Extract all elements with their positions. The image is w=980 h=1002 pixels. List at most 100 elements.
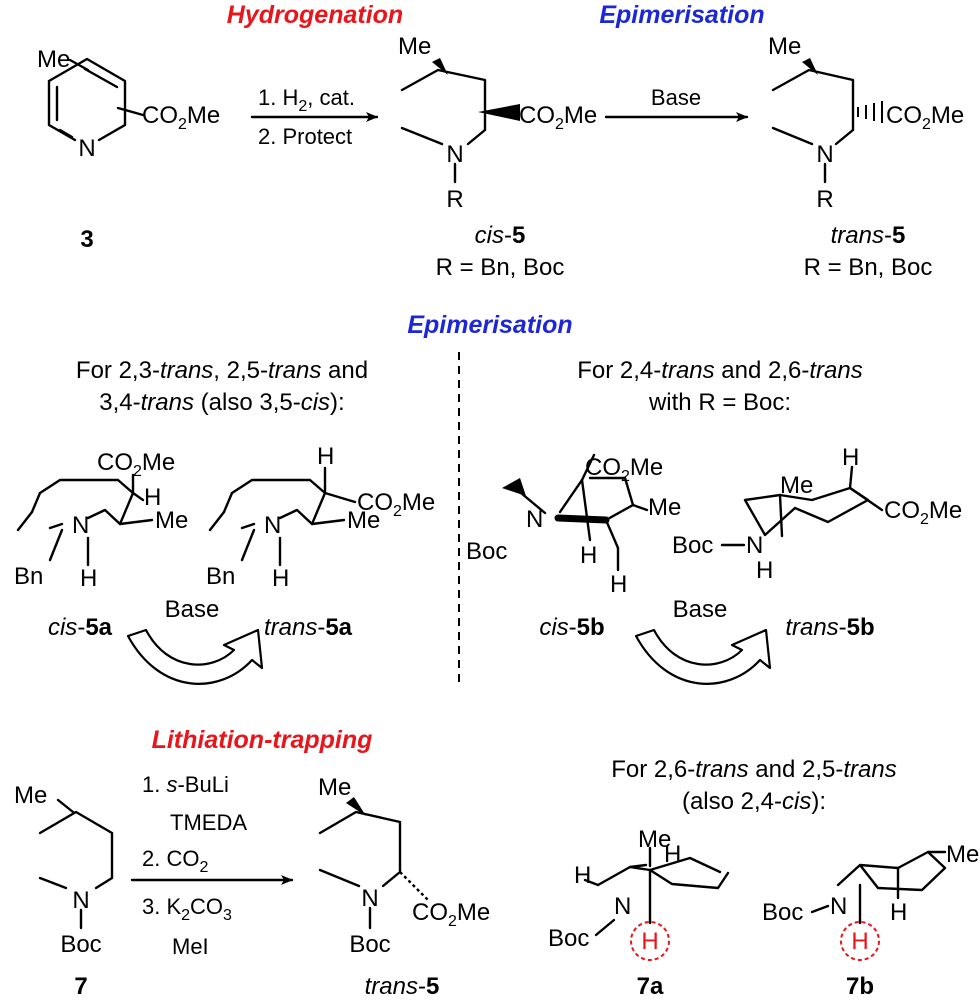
atom-h-highlighted: H (851, 928, 868, 955)
heading-hydrogenation: Hydrogenation (227, 1, 403, 29)
substituent-me: Me (155, 507, 188, 534)
compound-trans5-rdef: R = Bn, Boc (804, 254, 933, 281)
substituent-co2me: CO2Me (884, 497, 962, 528)
heading-epimerisation-mid: Epimerisation (407, 311, 572, 339)
bottom-right-line2: (also 2,4-cis): (682, 788, 826, 815)
substituent-boc: Boc (762, 899, 803, 926)
atom-h: H (756, 557, 773, 584)
highlight-circle-7b (840, 921, 880, 961)
atom-n: N (446, 141, 463, 168)
substituent-me: Me (780, 472, 813, 499)
compound-cis5-structure: Me N R CO2Me (398, 33, 597, 213)
compound-trans5b-structure: H Me CO2Me Boc N H (672, 444, 962, 584)
substituent-co2me: CO2Me (97, 449, 175, 480)
compound-7a-structure: Me H H N Boc H (548, 826, 730, 961)
atom-n: N (746, 532, 763, 559)
substituent-me: Me (946, 841, 979, 868)
atom-h: H (610, 571, 627, 598)
substituent-bn: Bn (206, 563, 235, 590)
atom-h: H (580, 542, 597, 569)
substituent-me: Me (638, 826, 671, 853)
substituent-boc: Boc (672, 532, 713, 559)
compound-7a-label: 7a (637, 973, 664, 1000)
bottom-right-line1: For 2,6-trans and 2,5-trans (611, 756, 896, 783)
substituent-co2me: CO2Me (412, 899, 490, 930)
right-panel-base: Base (673, 596, 728, 623)
atom-h: H (80, 565, 97, 592)
atom-h-highlighted: H (641, 928, 658, 955)
atom-n: N (72, 512, 89, 539)
atom-n: N (816, 141, 833, 168)
lithiation-step3-line2: MeI (172, 934, 209, 959)
compound-trans5-bottom-structure: Me N Boc CO2Me (318, 774, 490, 958)
left-panel-line2: 3,4-trans (also 3,5-cis): (99, 389, 344, 416)
substituent-me: Me (347, 507, 380, 534)
atom-n: N (526, 506, 543, 533)
atom-h: H (317, 443, 334, 470)
lithiation-step3: 3. K2CO3 (142, 894, 232, 924)
substituent-co2me: CO2Me (519, 102, 597, 133)
compound-cis5-rdef: R = Bn, Boc (436, 254, 565, 281)
atom-n: N (614, 893, 631, 920)
lithiation-step1: 1. s-BuLi (142, 772, 229, 797)
left-panel-base: Base (165, 596, 220, 623)
compound-trans5b-label: trans-5b (785, 614, 874, 641)
curved-arrow-right (634, 628, 772, 685)
right-panel-line2: with R = Boc: (648, 389, 791, 416)
compound-7b-structure: Me H N Boc H (762, 841, 979, 961)
substituent-co2me: CO2Me (886, 102, 964, 133)
atom-h: H (664, 841, 681, 868)
reaction2-reagent: Base (651, 85, 701, 110)
compound-cis5a-label: cis-5a (48, 614, 113, 641)
heading-lithiation: Lithiation-trapping (152, 726, 373, 754)
compound-3-label: 3 (80, 226, 93, 253)
atom-h: H (890, 899, 907, 926)
atom-n: N (72, 887, 89, 914)
atom-h: H (574, 862, 591, 889)
atom-r: R (446, 186, 463, 213)
substituent-bn: Bn (14, 563, 43, 590)
substituent-me: Me (14, 782, 47, 809)
substituent-boc: Boc (349, 931, 390, 958)
compound-7-structure: Me N Boc (14, 782, 114, 958)
highlight-circle-7a (630, 921, 670, 961)
compound-cis5b-structure: CO2Me N Me Boc H H (466, 453, 681, 598)
substituent-me: Me (648, 494, 681, 521)
left-panel-line1: For 2,3-trans, 2,5-trans and (76, 357, 368, 384)
compound-trans5-structure: Me N R CO2Me (768, 33, 964, 213)
right-panel-line1: For 2,4-trans and 2,6-trans (577, 357, 862, 384)
atom-h: H (842, 444, 859, 471)
substituent-me: Me (768, 33, 801, 60)
substituent-boc: Boc (60, 931, 101, 958)
atom-n: N (361, 885, 378, 912)
compound-trans5-label: trans-5 (831, 222, 906, 249)
compound-3-structure: N Me CO2Me (37, 46, 220, 162)
substituent-boc: Boc (548, 925, 589, 952)
atom-h: H (144, 484, 161, 511)
lithiation-step1-line2: TMEDA (170, 810, 247, 835)
lithiation-step2: 2. CO2 (142, 846, 208, 876)
atom-n: N (830, 893, 847, 920)
compound-cis5a-structure: CO2Me H N Me Bn H (14, 449, 188, 592)
substituent-co2me: CO2Me (585, 454, 663, 485)
substituent-co2me: CO2Me (142, 102, 220, 133)
compound-trans5-bottom-label: trans-5 (365, 973, 440, 1000)
atom-h: H (272, 565, 289, 592)
atom-r: R (816, 186, 833, 213)
compound-trans5a-label: trans-5a (264, 614, 353, 641)
reaction1-step1: 1. H2, cat. (258, 85, 355, 115)
compound-trans5a-structure: H CO2Me N Me Bn H (206, 443, 435, 592)
substituent-co2me: CO2Me (357, 489, 435, 520)
atom-n: N (264, 512, 281, 539)
substituent-me: Me (398, 33, 431, 60)
substituent-boc: Boc (466, 538, 507, 565)
substituent-me: Me (318, 774, 351, 801)
compound-cis5-label: cis-5 (475, 222, 526, 249)
atom-n: N (78, 135, 95, 162)
reaction1-step2: 2. Protect (258, 124, 352, 149)
compound-7b-label: 7b (846, 973, 874, 1000)
compound-cis5b-label: cis-5b (539, 614, 604, 641)
curved-arrow-left (126, 628, 264, 685)
